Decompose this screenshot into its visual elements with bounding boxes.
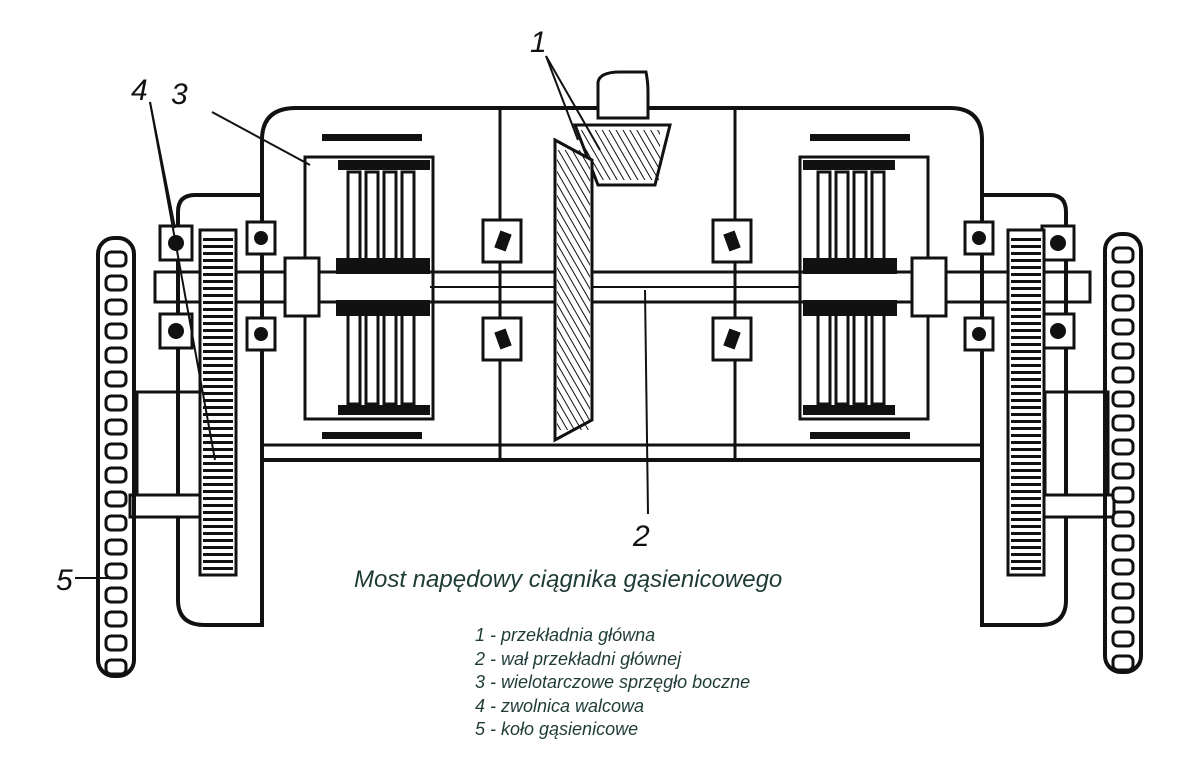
right-sprocket-links <box>1111 246 1135 672</box>
sprocket-link <box>1111 294 1135 312</box>
sprocket-link <box>104 634 128 652</box>
main-shaft <box>153 270 1092 304</box>
legend-item-5: 5 - koło gąsienicowe <box>475 719 639 739</box>
sprocket-link <box>1111 414 1135 432</box>
final-drive-gears <box>128 228 1116 577</box>
side-bearings <box>158 220 1076 352</box>
sprocket-link <box>104 298 128 316</box>
sprocket-link <box>104 346 128 364</box>
legend-item-1: 1 - przekładnia główna <box>475 625 656 645</box>
callout-3: 3 <box>171 78 188 111</box>
sprocket-link <box>1111 366 1135 384</box>
sprocket-link <box>104 442 128 460</box>
sprocket-link <box>104 466 128 484</box>
sprocket-link <box>1111 606 1135 624</box>
central-bearings <box>481 218 753 362</box>
sprocket-link <box>1111 534 1135 552</box>
sprocket-link <box>1111 558 1135 576</box>
sprocket-link <box>104 274 128 292</box>
sprocket-link <box>104 586 128 604</box>
legend-item-3: 3 - wielotarczowe sprzęgło boczne <box>475 672 751 692</box>
sprocket-link <box>104 370 128 388</box>
sprocket-link <box>1111 342 1135 360</box>
sprocket-link <box>104 562 128 580</box>
diagram-title: Most napędowy ciągnika gąsienicowego <box>354 566 783 593</box>
sprocket-link <box>1111 270 1135 288</box>
left-sprocket-links <box>104 250 128 676</box>
sprocket-link <box>1111 246 1135 264</box>
callout-4: 4 <box>131 74 148 107</box>
callout-1: 1 <box>530 26 547 59</box>
sprocket-link <box>104 610 128 628</box>
right-clutch-pack <box>798 134 948 439</box>
sprocket-link <box>1111 318 1135 336</box>
sprocket-link <box>1111 390 1135 408</box>
callout-5: 5 <box>56 564 73 597</box>
track-sprockets <box>96 232 1143 678</box>
leader-lines <box>75 55 649 579</box>
sprocket-link <box>104 658 128 676</box>
crown-wheel <box>553 137 594 443</box>
sprocket-link <box>1111 582 1135 600</box>
sprocket-link <box>1111 486 1135 504</box>
sprocket-link <box>1111 510 1135 528</box>
sprocket-link <box>1111 462 1135 480</box>
legend-item-4: 4 - zwolnica walcowa <box>475 695 645 716</box>
sprocket-link <box>1111 438 1135 456</box>
sprocket-link <box>104 250 128 268</box>
left-clutch-pack <box>283 134 435 439</box>
sprocket-link <box>104 538 128 556</box>
main-housing <box>135 106 1110 627</box>
sprocket-link <box>104 490 128 508</box>
sprocket-link <box>104 322 128 340</box>
sprocket-link <box>1111 630 1135 648</box>
legend-item-2: 2 - wał przekładni głównej <box>475 648 682 669</box>
sprocket-link <box>104 514 128 532</box>
callout-2: 2 <box>632 520 650 553</box>
sprocket-link <box>1111 654 1135 672</box>
sprocket-link <box>104 394 128 412</box>
legend-list: 1 - przekładnia główna 2 - wał przekładn… <box>475 624 750 742</box>
sprocket-link <box>104 418 128 436</box>
